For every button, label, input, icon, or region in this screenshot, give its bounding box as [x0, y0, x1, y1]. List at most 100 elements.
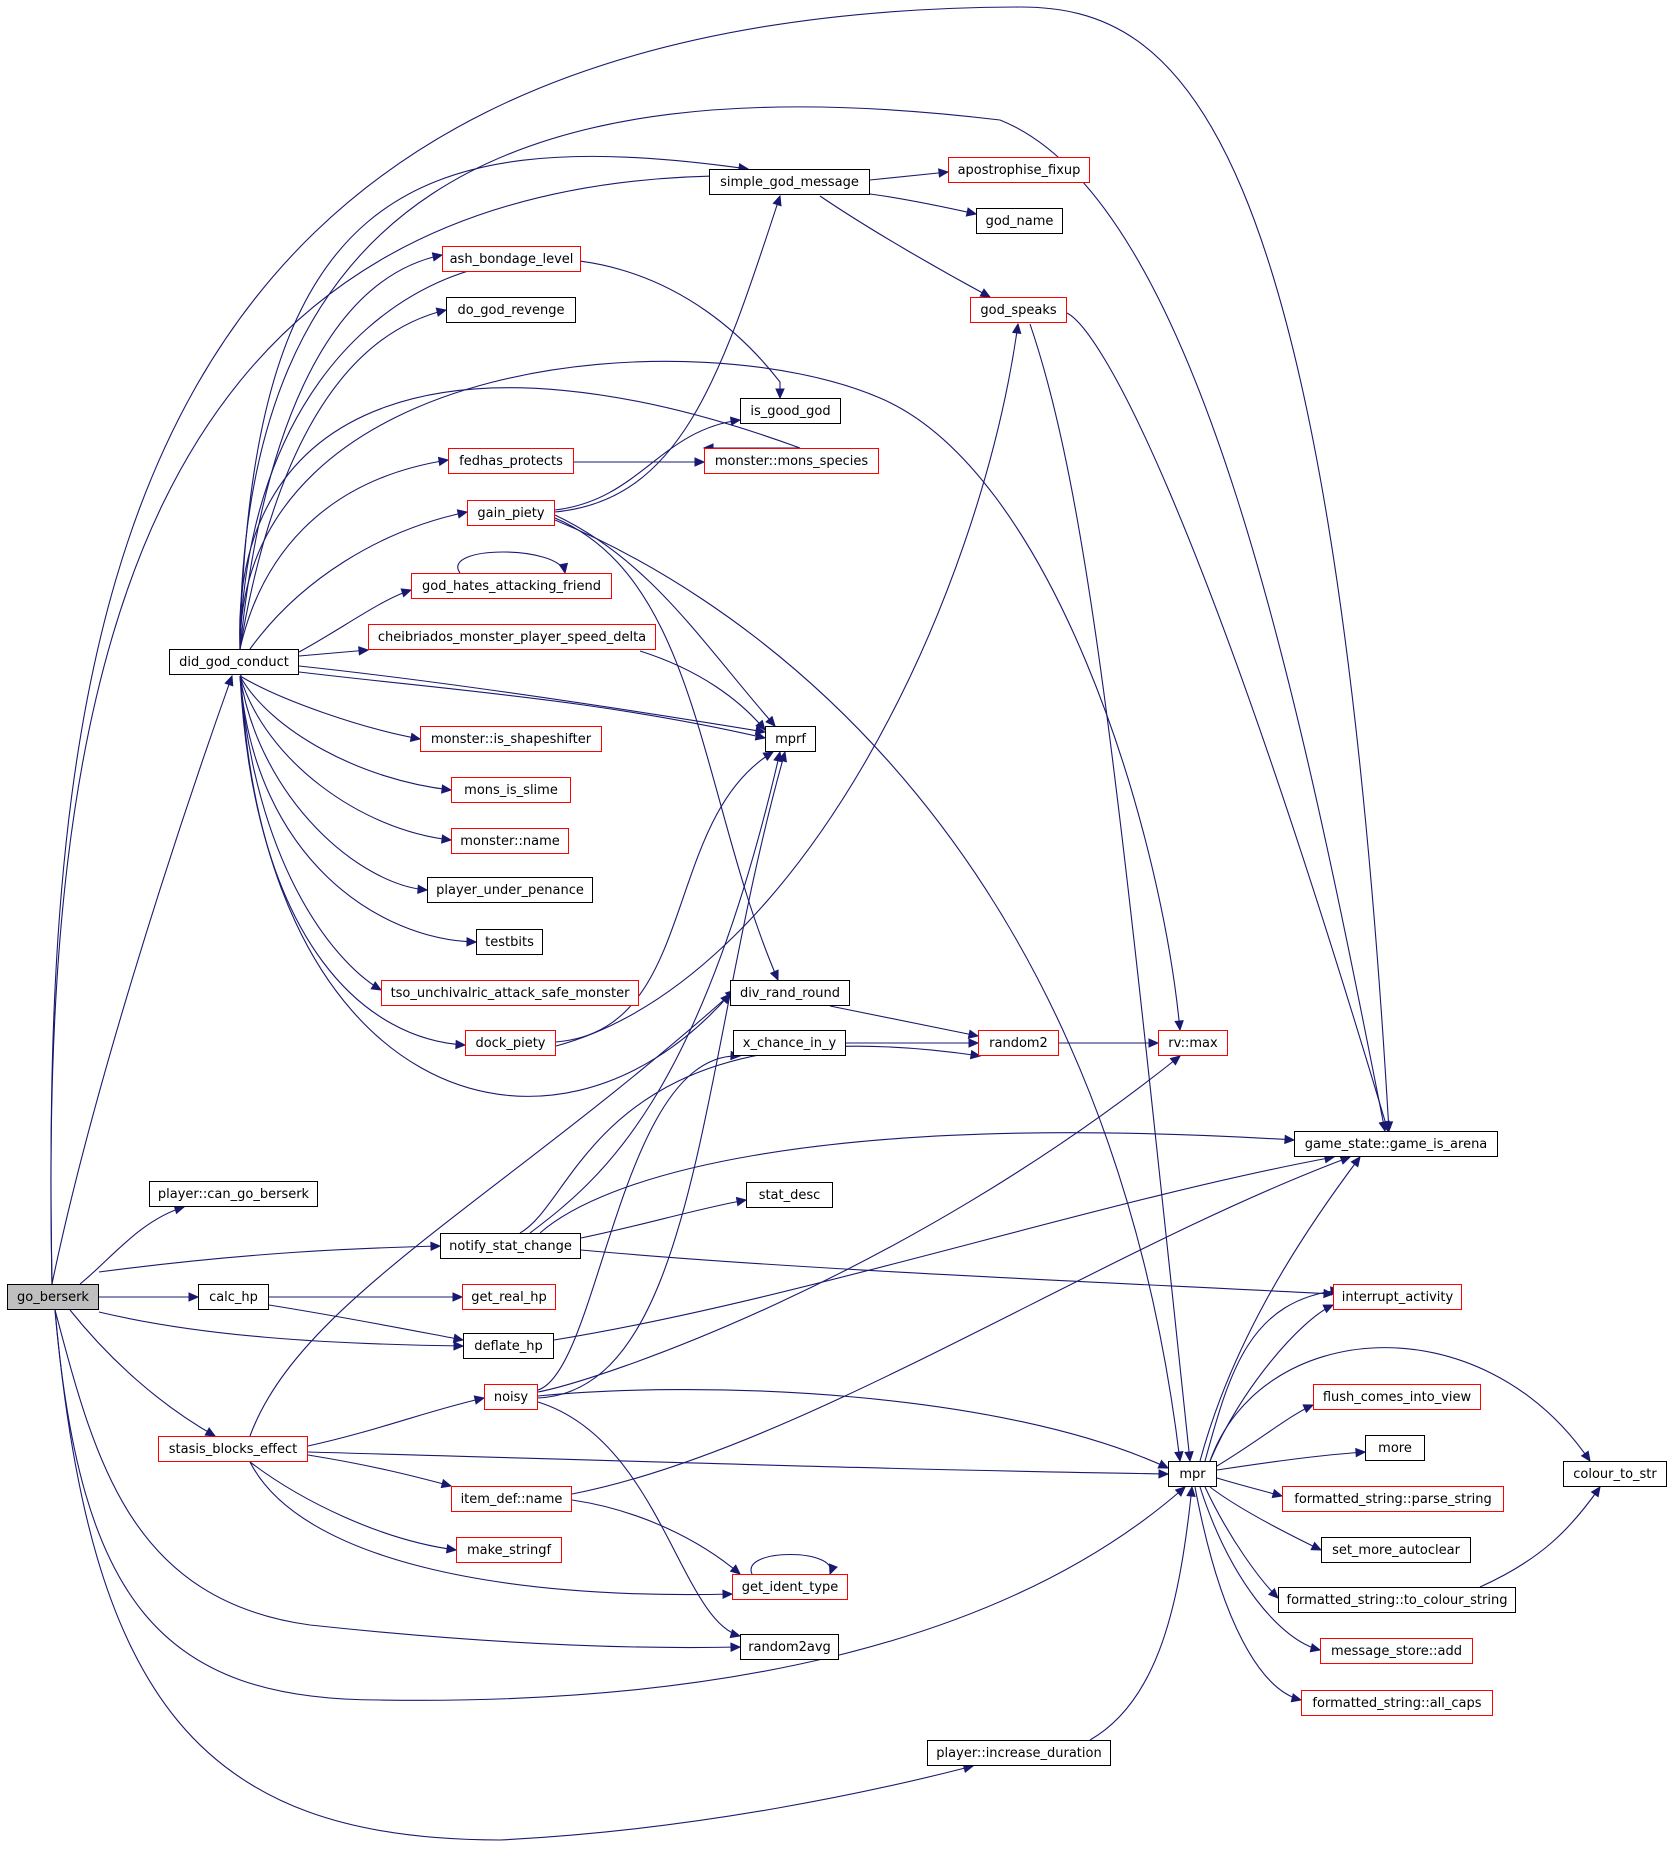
arrow-head-icon: [473, 1395, 486, 1405]
call-edge: [239, 675, 428, 891]
call-edge: [1199, 1156, 1361, 1462]
node-stat-desc[interactable]: stat_desc: [746, 1182, 833, 1208]
arrow-head-icon: [1302, 1404, 1315, 1414]
call-edge: [819, 195, 991, 298]
arrow-head-icon: [775, 388, 785, 400]
call-edge: [50, 175, 767, 1285]
arrow-head-icon: [1339, 1155, 1352, 1165]
call-edge: [537, 751, 786, 1399]
node-monster-name[interactable]: monster::name: [451, 828, 569, 854]
call-edge: [537, 1389, 1169, 1469]
node-god-name[interactable]: god_name: [976, 208, 1063, 234]
node-go-berserk[interactable]: go_berserk: [7, 1284, 99, 1310]
arrow-head-icon: [772, 194, 782, 207]
arrow-head-icon: [730, 1642, 742, 1652]
node-game-is-arena[interactable]: game_state::game_is_arena: [1294, 1131, 1498, 1157]
node-get-ident-type[interactable]: get_ident_type: [732, 1574, 848, 1600]
node-all-caps[interactable]: formatted_string::all_caps: [1301, 1690, 1493, 1716]
node-increase-duration[interactable]: player::increase_duration: [927, 1740, 1111, 1766]
call-edge: [54, 1309, 974, 1841]
node-god-hates-attacking-friend[interactable]: god_hates_attacking_friend: [411, 573, 612, 599]
call-edge: [239, 155, 749, 650]
call-edge: [571, 1156, 1351, 1495]
node-random2[interactable]: random2: [978, 1030, 1059, 1056]
arrow-head-icon: [722, 1589, 734, 1600]
arrow-head-icon: [1184, 1451, 1194, 1463]
node-interrupt-activity[interactable]: interrupt_activity: [1333, 1284, 1462, 1310]
node-parse-string[interactable]: formatted_string::parse_string: [1282, 1486, 1504, 1512]
arrow-head-icon: [755, 719, 766, 731]
node-apostrophise-fixup[interactable]: apostrophise_fixup: [948, 157, 1090, 183]
node-monster-is-shapeshifter[interactable]: monster::is_shapeshifter: [420, 726, 602, 752]
arrow-head-icon: [979, 288, 992, 298]
node-get-real-hp[interactable]: get_real_hp: [462, 1284, 556, 1310]
node-to-colour-string[interactable]: formatted_string::to_colour_string: [1278, 1587, 1516, 1613]
node-mprf[interactable]: mprf: [765, 726, 816, 752]
node-notify-stat-change[interactable]: notify_stat_change: [440, 1233, 581, 1259]
node-noisy[interactable]: noisy: [484, 1384, 538, 1410]
arrow-head-icon: [762, 751, 775, 761]
node-simple-god-message[interactable]: simple_god_message: [709, 169, 870, 195]
node-flush-comes-into-view[interactable]: flush_comes_into_view: [1313, 1384, 1481, 1410]
node-testbits[interactable]: testbits: [476, 929, 543, 955]
call-edge: [555, 323, 1019, 1047]
call-edge: [1479, 1486, 1601, 1588]
arrow-head-icon: [437, 456, 450, 467]
call-edge: [239, 258, 781, 650]
arrow-head-icon: [1157, 1459, 1170, 1469]
arrow-head-icon: [1310, 1541, 1323, 1551]
node-dock-piety[interactable]: dock_piety: [465, 1030, 556, 1056]
node-player-under-penance[interactable]: player_under_penance: [427, 877, 593, 903]
arrow-head-icon: [969, 1049, 982, 1060]
call-edge: [1209, 1304, 1334, 1462]
arrow-head-icon: [754, 725, 767, 736]
arrow-head-icon: [1290, 1693, 1303, 1703]
call-edge: [1199, 1486, 1321, 1651]
node-tso-unchivalric[interactable]: tso_unchivalric_attack_safe_monster: [381, 980, 639, 1006]
node-mons-is-slime[interactable]: mons_is_slime: [451, 777, 571, 803]
node-player-can-go-berserk[interactable]: player::can_go_berserk: [149, 1181, 318, 1207]
node-make-stringf[interactable]: make_stringf: [456, 1537, 562, 1563]
node-message-store-add[interactable]: message_store::add: [1320, 1638, 1473, 1664]
arrow-head-icon: [729, 1564, 741, 1575]
arrow-head-icon: [1350, 1156, 1361, 1168]
node-random2avg[interactable]: random2avg: [740, 1634, 839, 1660]
node-mpr[interactable]: mpr: [1168, 1461, 1217, 1487]
node-cheibriados-speed-delta[interactable]: cheibriados_monster_player_speed_delta: [368, 624, 656, 650]
node-is-good-god[interactable]: is_good_god: [740, 398, 841, 424]
node-colour-to-str[interactable]: colour_to_str: [1563, 1461, 1667, 1487]
node-item-def-name[interactable]: item_def::name: [451, 1486, 572, 1512]
node-gain-piety[interactable]: gain_piety: [467, 500, 555, 526]
arrow-head-icon: [1271, 1488, 1284, 1499]
node-fedhas-protects[interactable]: fedhas_protects: [448, 448, 574, 474]
call-edge: [1216, 1477, 1283, 1497]
call-edge: [1204, 1289, 1341, 1462]
arrow-head-icon: [224, 674, 234, 687]
arrow-head-icon: [1355, 1447, 1367, 1458]
node-god-speaks[interactable]: god_speaks: [970, 297, 1067, 323]
node-calc-hp[interactable]: calc_hp: [198, 1284, 269, 1310]
call-edge: [79, 1206, 185, 1285]
node-rv-max[interactable]: rv::max: [1158, 1030, 1228, 1056]
node-set-more-autoclear[interactable]: set_more_autoclear: [1321, 1537, 1471, 1563]
call-edge: [239, 675, 452, 791]
node-did-god-conduct[interactable]: did_god_conduct: [169, 649, 299, 675]
node-deflate-hp[interactable]: deflate_hp: [463, 1333, 554, 1359]
node-ash-bondage-level[interactable]: ash_bondage_level: [442, 246, 581, 272]
node-x-chance-in-y[interactable]: x_chance_in_y: [733, 1030, 846, 1056]
call-edge: [249, 1461, 733, 1596]
call-edge: [1209, 1486, 1322, 1551]
node-more[interactable]: more: [1365, 1435, 1425, 1461]
arrow-head-icon: [1158, 1469, 1170, 1479]
arrow-head-icon: [968, 1038, 980, 1048]
call-edge: [249, 1461, 457, 1551]
node-stasis-blocks-effect[interactable]: stasis_blocks_effect: [158, 1436, 308, 1462]
node-div-rand-round[interactable]: div_rand_round: [730, 980, 850, 1006]
call-edge: [54, 1309, 741, 1649]
call-edge: [98, 1311, 464, 1347]
call-edge: [307, 1451, 1169, 1475]
node-do-god-revenge[interactable]: do_god_revenge: [446, 297, 576, 323]
call-edge: [580, 1199, 747, 1239]
node-monster-mons-species[interactable]: monster::mons_species: [704, 448, 879, 474]
